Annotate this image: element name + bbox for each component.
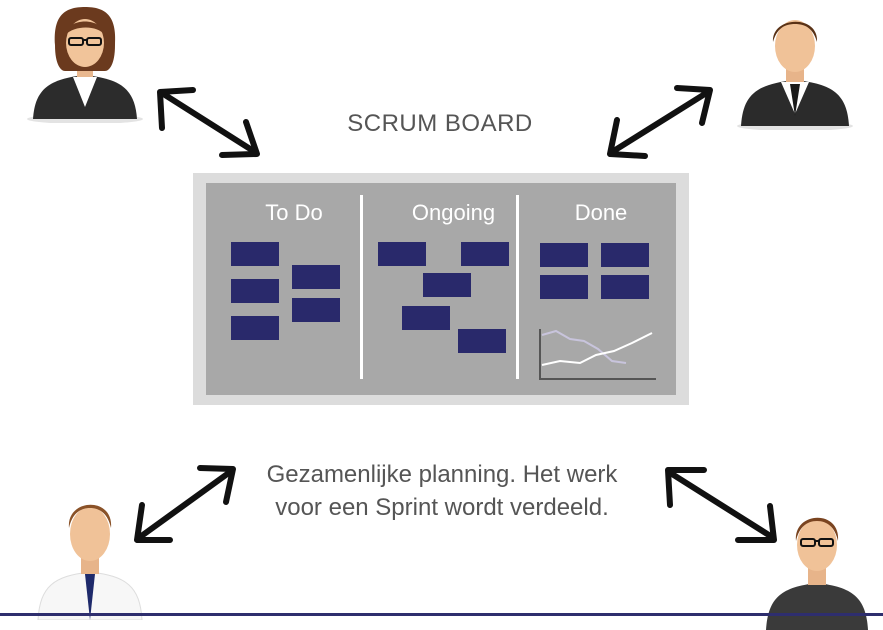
task-card [461, 242, 509, 266]
column-divider [516, 195, 519, 379]
scrum-board: To Do Ongoing Done [193, 173, 689, 405]
man-glasses-avatar-icon [766, 517, 868, 630]
caption-text: Gezamenlijke planning. Het werk voor een… [266, 461, 618, 521]
task-card [231, 316, 279, 340]
double-arrow-icon [607, 85, 713, 159]
task-card [601, 275, 649, 299]
task-card [601, 243, 649, 267]
task-card [402, 306, 450, 330]
double-arrow-icon [157, 87, 260, 158]
task-card [540, 275, 588, 299]
task-card [292, 265, 340, 289]
scrum-board-title: SCRUM BOARD [347, 110, 533, 137]
column-header-done: Done [574, 200, 628, 225]
burndown-chart-icon [539, 329, 656, 380]
double-arrow-icon [134, 465, 236, 543]
task-card [231, 279, 279, 303]
task-card [423, 273, 471, 297]
man-tie-avatar-icon [37, 504, 143, 620]
task-card [292, 298, 340, 322]
task-card [378, 242, 426, 266]
task-card [540, 243, 588, 267]
task-card [458, 329, 506, 353]
board-surface: To Do Ongoing Done [206, 183, 676, 395]
column-header-ongoing: Ongoing [411, 200, 496, 225]
double-arrow-icon [665, 467, 777, 543]
column-header-todo: To Do [265, 200, 323, 225]
man-suit-avatar-icon [737, 20, 853, 130]
woman-avatar-icon [27, 7, 143, 123]
bottom-rule [0, 613, 883, 616]
column-divider [360, 195, 363, 379]
task-card [231, 242, 279, 266]
